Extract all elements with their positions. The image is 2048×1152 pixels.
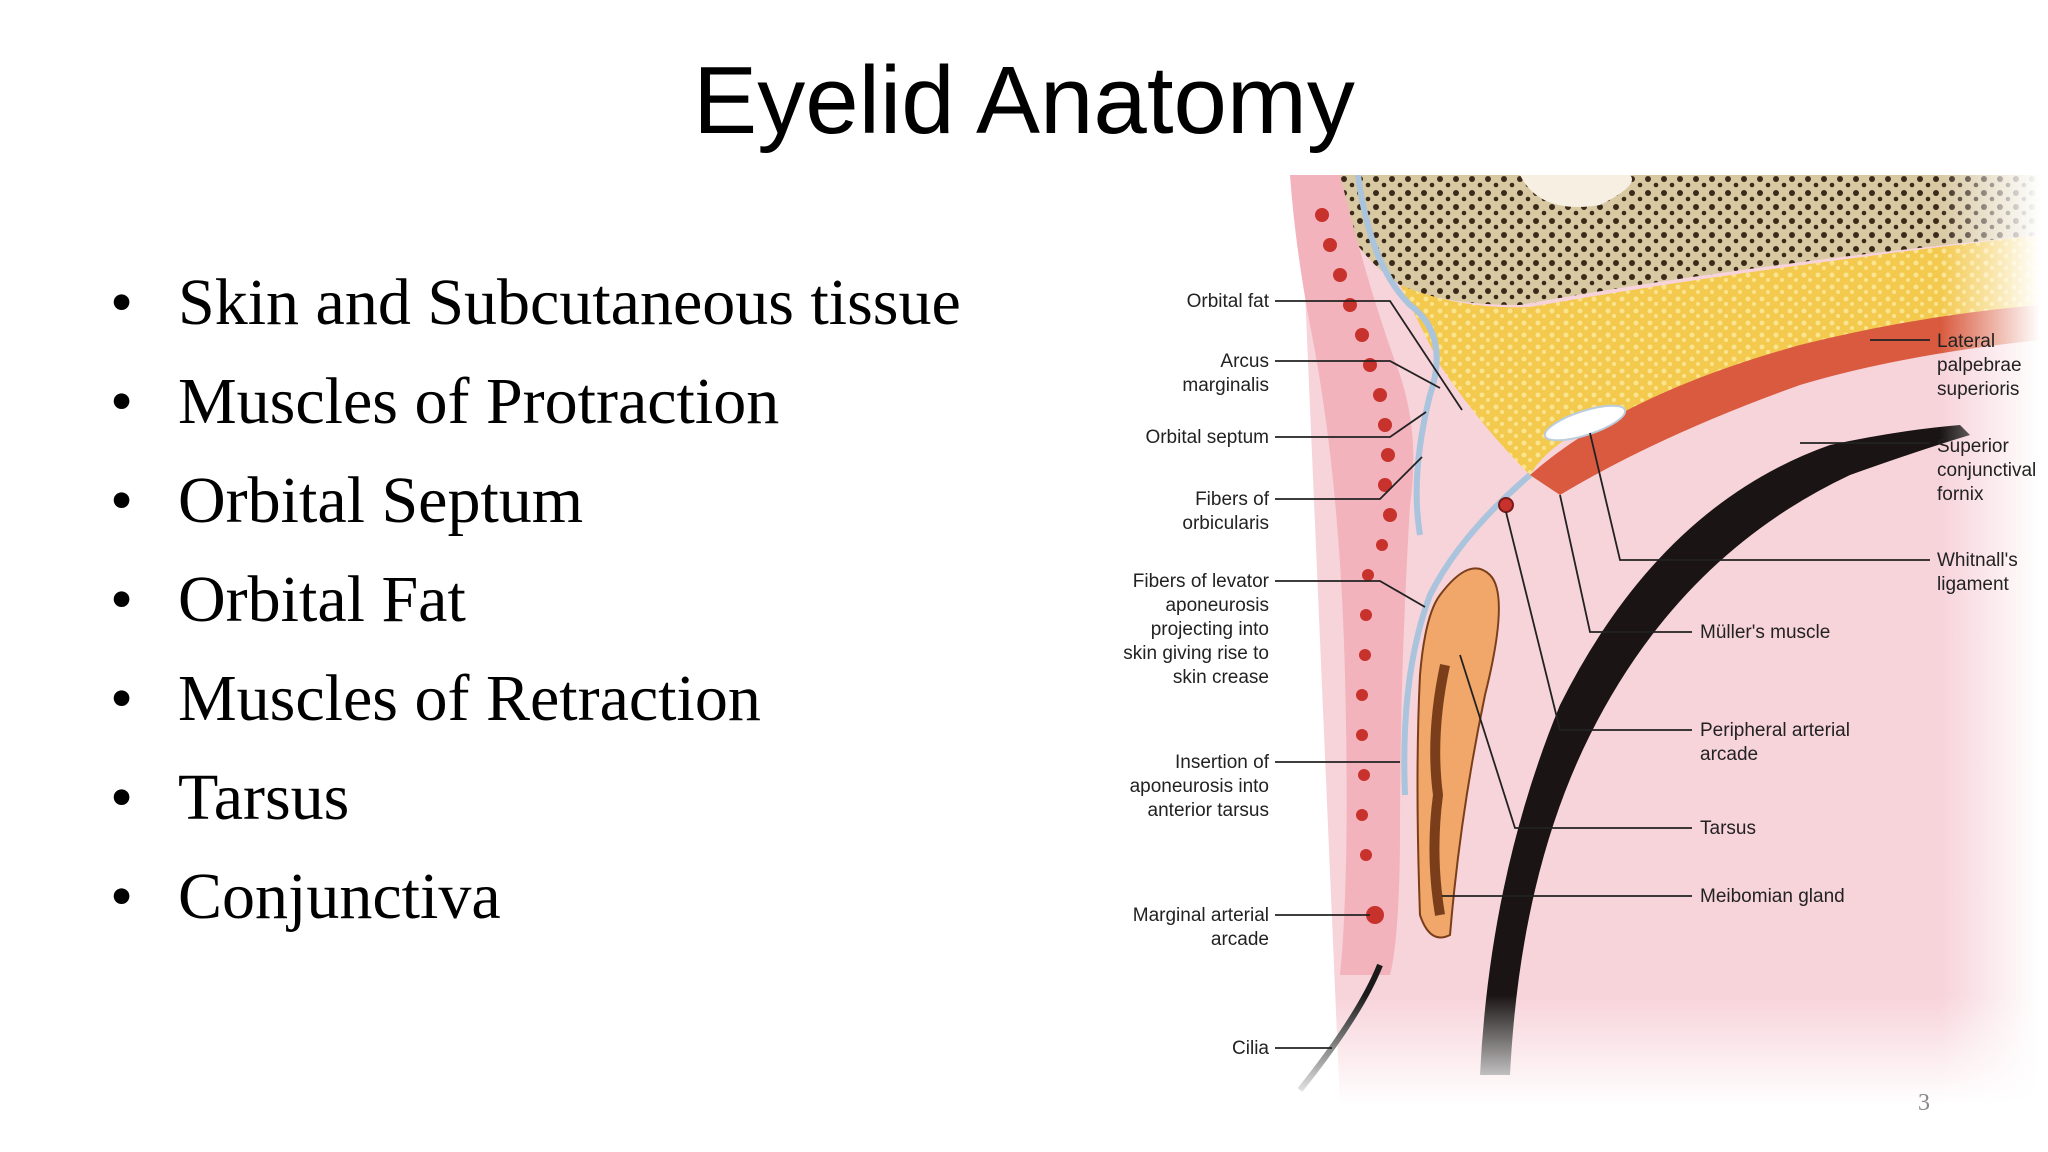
svg-text:skin crease: skin crease: [1173, 667, 1269, 688]
label-cilia: Cilia: [1232, 1038, 1332, 1059]
svg-text:Cilia: Cilia: [1232, 1038, 1269, 1059]
bullet-icon: •: [110, 464, 134, 537]
bullet-text: Orbital Septum: [178, 464, 584, 537]
svg-text:Whitnall's: Whitnall's: [1937, 550, 2018, 571]
eyelid-cross-section-diagram: Orbital fat Arcus marginalis Orbital sep…: [1123, 175, 2040, 1105]
svg-text:Orbital fat: Orbital fat: [1187, 291, 1270, 312]
svg-text:Peripheral arterial: Peripheral arterial: [1700, 720, 1850, 741]
bullet-item: • Orbital Septum: [110, 456, 961, 555]
bullet-item: • Muscles of Retraction: [110, 654, 961, 753]
label-superior-fornix: Superior conjunctival fornix: [1800, 436, 2036, 505]
svg-text:superioris: superioris: [1937, 379, 2019, 400]
svg-text:projecting into: projecting into: [1151, 619, 1269, 640]
label-fibers-orbicularis: Fibers of orbicularis: [1182, 456, 1423, 534]
svg-text:Tarsus: Tarsus: [1700, 818, 1756, 839]
svg-text:skin giving rise to: skin giving rise to: [1123, 643, 1269, 664]
bullet-text: Conjunctiva: [178, 860, 501, 933]
septum-lines: [1355, 175, 1532, 796]
svg-text:Arcus: Arcus: [1220, 351, 1269, 372]
label-whitnalls-ligament: Whitnall's ligament: [1589, 432, 2018, 595]
label-peripheral-arcade: Peripheral arterial arcade: [1505, 511, 1850, 765]
tarsus-plate: [1416, 567, 1500, 939]
svg-text:aponeurosis into: aponeurosis into: [1130, 776, 1269, 797]
svg-text:Orbital septum: Orbital septum: [1145, 427, 1269, 448]
whitnalls-ligament-shape: [1543, 404, 1627, 442]
label-tarsus: Tarsus: [1459, 654, 1756, 839]
peripheral-arcade-dot: [1498, 497, 1514, 513]
svg-text:arcade: arcade: [1700, 744, 1758, 765]
label-insertion-aponeurosis: Insertion of aponeurosis into anterior t…: [1130, 752, 1400, 821]
svg-text:anterior tarsus: anterior tarsus: [1148, 800, 1269, 821]
svg-text:Müller's muscle: Müller's muscle: [1700, 622, 1830, 643]
svg-text:fornix: fornix: [1937, 484, 1984, 505]
bullet-text: Orbital Fat: [178, 563, 466, 636]
orbital-bone: [1330, 175, 2040, 305]
label-lateral-palpebrae: Lateral palpebrae superioris: [1870, 331, 2022, 400]
svg-text:Marginal arterial: Marginal arterial: [1133, 905, 1269, 926]
globe-fornix: [1480, 425, 1970, 1075]
slide-title: Eyelid Anatomy: [693, 47, 1355, 154]
label-marginal-arcade: Marginal arterial arcade: [1133, 905, 1370, 950]
label-meibomian-gland: Meibomian gland: [1442, 886, 1845, 907]
page-number: 3: [1918, 1090, 1930, 1116]
bullet-icon: •: [110, 563, 134, 636]
label-arcus-marginalis: Arcus marginalis: [1182, 351, 1441, 396]
bullet-item: • Muscles of Protraction: [110, 357, 961, 456]
label-orbital-septum: Orbital septum: [1145, 411, 1427, 448]
label-orbital-fat: Orbital fat: [1187, 291, 1463, 411]
svg-text:Fibers of: Fibers of: [1195, 489, 1270, 510]
svg-text:Meibomian gland: Meibomian gland: [1700, 886, 1845, 907]
svg-text:Insertion of: Insertion of: [1175, 752, 1270, 773]
svg-text:ligament: ligament: [1937, 574, 2010, 595]
bullet-list: • Skin and Subcutaneous tissue • Muscles o…: [110, 258, 961, 951]
bullet-text: Muscles of Protraction: [178, 365, 780, 438]
svg-text:Fibers of levator: Fibers of levator: [1133, 571, 1270, 592]
svg-text:marginalis: marginalis: [1182, 375, 1269, 396]
skin-layer: [1290, 175, 1414, 975]
bullet-icon: •: [110, 365, 134, 438]
bullet-text: Tarsus: [178, 761, 350, 834]
orbital-fat-region: [1400, 235, 2040, 475]
levator-muscle: [1530, 305, 2040, 495]
svg-text:Lateral: Lateral: [1937, 331, 1995, 352]
bullet-icon: •: [110, 761, 134, 834]
bullet-item: • Orbital Fat: [110, 555, 961, 654]
svg-text:arcade: arcade: [1211, 929, 1269, 950]
svg-text:palpebrae: palpebrae: [1937, 355, 2022, 376]
orbicularis-fibers: [1315, 208, 1397, 924]
bullet-icon: •: [110, 860, 134, 933]
svg-text:Superior: Superior: [1937, 436, 2009, 457]
svg-text:conjunctival: conjunctival: [1937, 460, 2036, 481]
bullet-icon: •: [110, 662, 134, 735]
label-fibers-levator: Fibers of levator aponeurosis projecting…: [1123, 571, 1426, 688]
bullet-item: • Skin and Subcutaneous tissue: [110, 258, 961, 357]
label-mullers-muscle: Müller's muscle: [1559, 494, 1830, 643]
svg-text:aponeurosis: aponeurosis: [1165, 595, 1269, 616]
bullet-icon: •: [110, 266, 134, 339]
bullet-text: Muscles of Retraction: [178, 662, 761, 735]
bullet-item: • Tarsus: [110, 753, 961, 852]
svg-text:orbicularis: orbicularis: [1182, 513, 1269, 534]
bullet-text: Skin and Subcutaneous tissue: [178, 266, 961, 339]
bullet-item: • Conjunctiva: [110, 852, 961, 951]
